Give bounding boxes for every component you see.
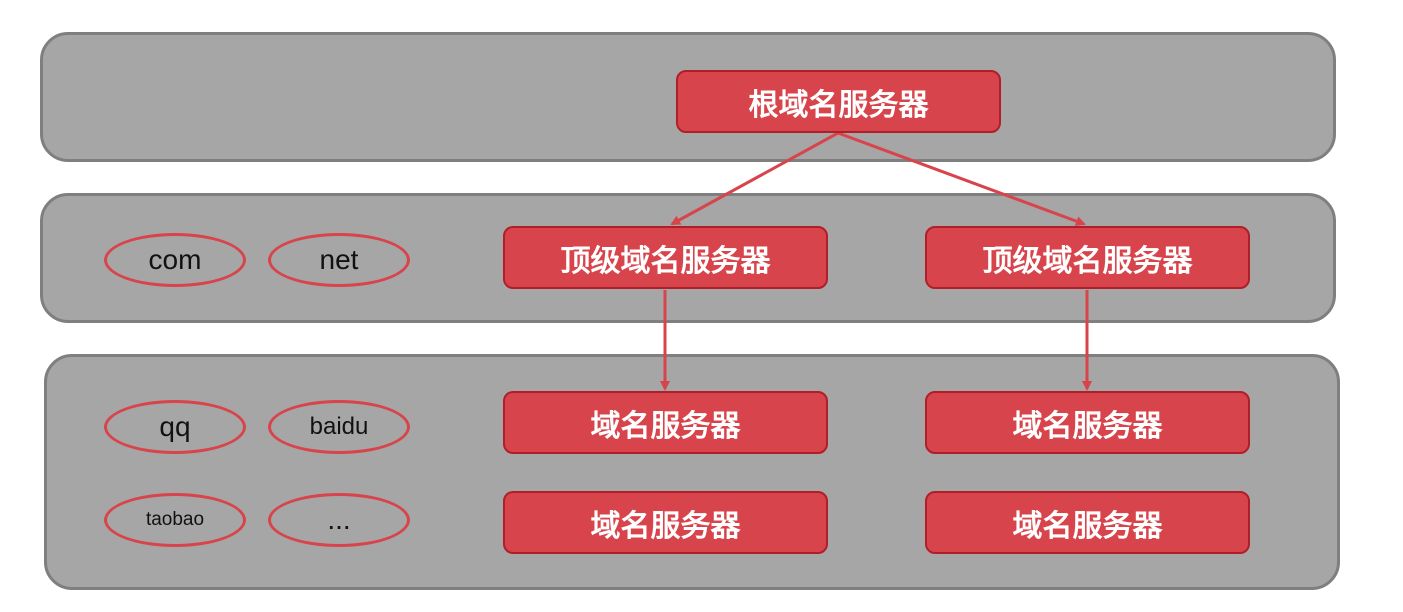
tld-server-label: 顶级域名服务器 xyxy=(982,243,1193,279)
domain-server-box-row1-left: 域名服务器 xyxy=(503,391,828,454)
domain-server-label: 域名服务器 xyxy=(1012,508,1163,544)
domain-ellipse-com: com xyxy=(104,233,246,287)
domain-label: ... xyxy=(327,504,351,535)
domain-label: com xyxy=(148,244,202,275)
second-level-tier-panel xyxy=(44,354,1340,590)
domain-label: qq xyxy=(159,411,191,442)
domain-label: taobao xyxy=(145,509,205,530)
domain-server-box-row1-right: 域名服务器 xyxy=(925,391,1250,454)
root-server-box: 根域名服务器 xyxy=(676,70,1001,133)
domain-server-label: 域名服务器 xyxy=(590,408,741,444)
tld-server-box-left: 顶级域名服务器 xyxy=(503,226,828,289)
domain-server-label: 域名服务器 xyxy=(1012,408,1163,444)
domain-ellipse-qq: qq xyxy=(104,400,246,454)
domain-server-label: 域名服务器 xyxy=(590,508,741,544)
domain-ellipse-baidu: baidu xyxy=(268,400,410,454)
tld-server-label: 顶级域名服务器 xyxy=(560,243,771,279)
root-server-label: 根域名服务器 xyxy=(748,87,929,123)
domain-label: baidu xyxy=(309,413,369,440)
domain-server-box-row2-right: 域名服务器 xyxy=(925,491,1250,554)
domain-ellipse-more: ... xyxy=(268,493,410,547)
tld-server-box-right: 顶级域名服务器 xyxy=(925,226,1250,289)
domain-label: net xyxy=(319,244,359,275)
domain-server-box-row2-left: 域名服务器 xyxy=(503,491,828,554)
domain-ellipse-taobao: taobao xyxy=(104,493,246,547)
domain-ellipse-net: net xyxy=(268,233,410,287)
